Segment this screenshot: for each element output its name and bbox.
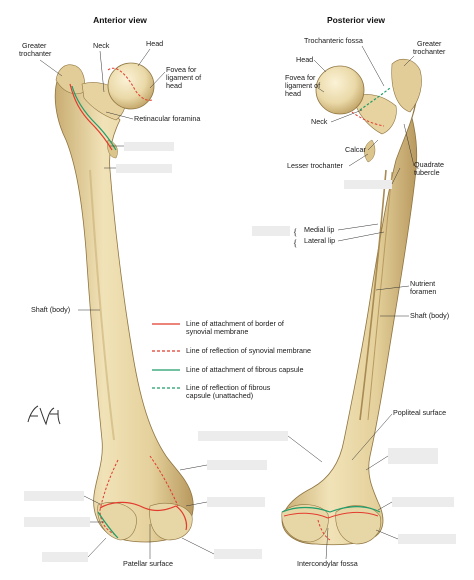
- label-lateral-lip: Lateral lip: [304, 236, 335, 245]
- label-fovea-ant-2: ligament of: [166, 73, 201, 82]
- label-nutrient-2: foramen: [410, 287, 436, 296]
- label-fovea-post-3: head: [285, 89, 301, 98]
- posterior-labels: Trochanteric fossa Greater trochanter He…: [198, 36, 456, 568]
- label-head-post: Head: [296, 55, 313, 64]
- anterior-femur: [54, 62, 194, 543]
- blank-label-box: [207, 497, 265, 507]
- label-greater-trochanter-ant-2: trochanter: [19, 49, 52, 58]
- legend-text-4b: capsule (unattached): [186, 391, 253, 400]
- blank-label-box: [398, 534, 456, 544]
- blank-label-box: [42, 552, 88, 562]
- anterior-view-title: Anterior view: [93, 15, 147, 25]
- anterior-labels: Greater trochanter Neck Head Fovea for l…: [19, 39, 267, 568]
- blank-label-box: [344, 180, 392, 189]
- label-quadrate-1: Quadrate: [414, 160, 444, 169]
- label-neck-post: Neck: [311, 117, 328, 126]
- label-fovea-ant-1: Fovea for: [166, 65, 197, 74]
- label-shaft-post: Shaft (body): [410, 311, 449, 320]
- label-trochanteric-fossa: Trochanteric fossa: [304, 36, 363, 45]
- label-nutrient-1: Nutrient: [410, 279, 435, 288]
- label-medial-lip: Medial lip: [304, 225, 334, 234]
- label-greater-trochanter-post-2: trochanter: [413, 47, 446, 56]
- blank-label-box: [124, 142, 174, 151]
- label-fovea-ant-3: head: [166, 81, 182, 90]
- blank-label-box: [24, 491, 84, 501]
- label-greater-trochanter-ant-1: Greater: [22, 41, 47, 50]
- label-patellar: Patellar surface: [123, 559, 173, 568]
- legend: Line of attachment of border of synovial…: [152, 319, 311, 400]
- blank-label-box: [24, 517, 90, 527]
- label-head-ant: Head: [146, 39, 163, 48]
- legend-text-1a: Line of attachment of border of: [186, 319, 284, 328]
- label-lesser-trochanter: Lesser trochanter: [287, 161, 344, 170]
- blank-label-box: [392, 497, 454, 507]
- label-shaft-ant: Shaft (body): [31, 305, 70, 314]
- label-quadrate-2: tubercle: [414, 168, 440, 177]
- brace-lateral: {: [293, 238, 297, 248]
- label-fovea-post-1: Fovea for: [285, 73, 316, 82]
- label-popliteal: Popliteal surface: [393, 408, 446, 417]
- label-fovea-post-2: ligament of: [285, 81, 320, 90]
- blank-label-box: [116, 164, 172, 173]
- label-neck-ant: Neck: [93, 41, 110, 50]
- artist-signature: [27, 405, 61, 426]
- brace-medial: {: [293, 227, 297, 237]
- blank-label-box: [388, 448, 438, 464]
- posterior-view-title: Posterior view: [327, 15, 385, 25]
- label-greater-trochanter-post-1: Greater: [417, 39, 442, 48]
- label-retinacular: Retinacular foramina: [134, 114, 200, 123]
- label-intercondylar: Intercondylar fossa: [297, 559, 358, 568]
- blank-label-box: [207, 460, 267, 470]
- legend-text-3: Line of attachment of fibrous capsule: [186, 365, 303, 374]
- legend-text-2: Line of reflection of synovial membrane: [186, 346, 311, 355]
- legend-text-4a: Line of reflection of fibrous: [186, 383, 271, 392]
- posterior-femur: [281, 58, 422, 546]
- blank-label-box: [252, 226, 290, 236]
- legend-text-1b: synovial membrane: [186, 327, 248, 336]
- label-calcar: Calcar: [345, 145, 366, 154]
- blank-label-box: [198, 431, 288, 441]
- blank-label-box: [214, 549, 262, 559]
